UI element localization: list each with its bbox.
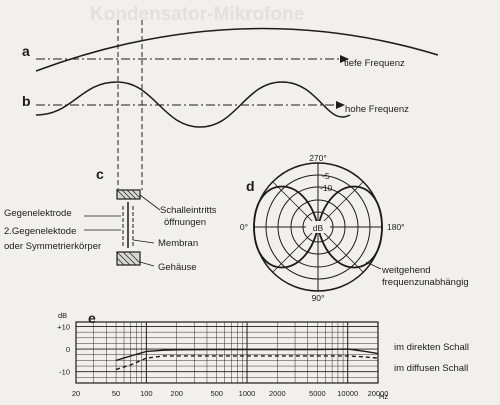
high-frequency-wave (35, 81, 351, 128)
panel-a-arrowhead (340, 55, 349, 63)
y-tick-label: 0 (66, 345, 70, 354)
x-tick-label: 10000 (337, 389, 358, 398)
panel-e-letter: e (88, 310, 96, 326)
polar-note-1: weitgehend (381, 265, 431, 276)
x-tick-label: 2000 (269, 389, 286, 398)
y-tick-labels: +10 0 -10 (57, 323, 70, 377)
capsule-cross-section (116, 189, 141, 266)
panel-b-letter: b (22, 93, 31, 109)
angle-label-bottom: 90° (312, 293, 325, 303)
label-sound-inlets-2: öffnungen (164, 217, 206, 228)
label-second-electrode: 2.Gegenelektode (4, 226, 76, 237)
panel-b-arrowhead (336, 101, 345, 109)
x-tick-label: 20000 (368, 389, 389, 398)
x-tick-label: 500 (210, 389, 223, 398)
panel-c-letter: c (96, 166, 104, 182)
x-tick-label: 1000 (239, 389, 256, 398)
x-tick-label: 200 (170, 389, 183, 398)
response-curves (115, 348, 379, 371)
low-frequency-wave (35, 27, 439, 72)
y-unit-label: dB (58, 311, 67, 320)
polar-diagram (253, 162, 383, 292)
grid-frame (75, 321, 379, 384)
label-membrane: Membran (158, 238, 198, 249)
header-text: Kondensator-Mikrofone (90, 4, 304, 25)
housing (116, 251, 141, 266)
x-tick-label: 50 (112, 389, 120, 398)
x-tick-labels: 20 50 100 200 500 1000 2000 5000 10000 20000 (72, 389, 389, 398)
angle-label-top: 270° (309, 153, 327, 163)
response-grid (75, 321, 379, 384)
ring-label-minus5: -5 (322, 171, 330, 181)
angle-label-left: 0° (240, 222, 248, 232)
back-electrode (116, 189, 141, 200)
panel-d-letter: d (246, 178, 255, 194)
panel-a-label: tiefe Frequenz (344, 58, 405, 69)
polar-center-label: dB (313, 223, 324, 233)
x-tick-label: 100 (140, 389, 153, 398)
polar-note-2: frequenzunabhängig (382, 277, 469, 288)
series-label-diffuse: im diffusen Schall (394, 363, 468, 374)
panel-a-letter: a (22, 43, 30, 59)
series-label-direct: im direkten Schall (394, 342, 469, 353)
label-housing: Gehäuse (158, 262, 197, 273)
angle-label-right: 180° (387, 222, 405, 232)
panel-b-label: hohe Frequenz (345, 104, 409, 115)
y-tick-label: +10 (57, 323, 70, 332)
direct-sound-curve (115, 348, 379, 362)
y-tick-label: -10 (59, 368, 70, 377)
x-unit-label: Hz (379, 392, 388, 401)
x-tick-label: 20 (72, 389, 80, 398)
diffuse-sound-curve (115, 355, 379, 371)
label-sound-inlets-1: Schalleintritts (160, 205, 217, 216)
label-symmetry-body: oder Symmetrierkörper (4, 241, 101, 252)
ring-label-minus10: -10 (320, 183, 333, 193)
x-tick-label: 5000 (309, 389, 326, 398)
label-back-electrode: Gegenelektrode (4, 208, 72, 219)
